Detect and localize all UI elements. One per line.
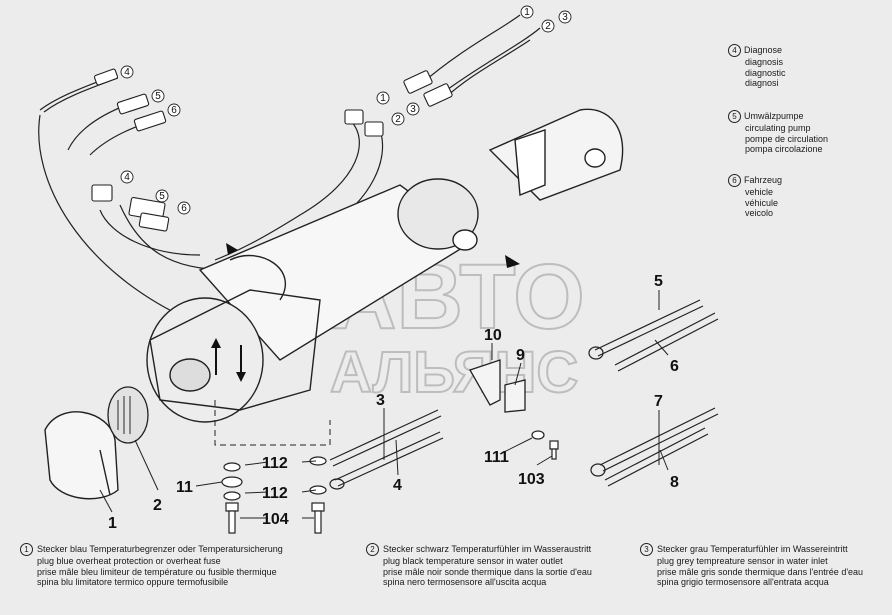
callout-6: 6 xyxy=(670,358,679,375)
heater-shell-cover xyxy=(488,108,624,201)
callout-7: 7 xyxy=(654,393,663,410)
footnote-marker: 3 xyxy=(640,543,653,556)
svg-text:2: 2 xyxy=(395,114,401,125)
svg-text:5: 5 xyxy=(159,191,165,202)
callout-112-upper: 112 xyxy=(262,455,288,472)
callout-8: 8 xyxy=(670,474,679,491)
connector-plugs xyxy=(91,68,453,232)
svg-text:3: 3 xyxy=(410,104,416,115)
leader-lines xyxy=(99,290,669,519)
callout-3: 3 xyxy=(376,392,385,409)
legend-marker: 6 xyxy=(728,174,741,187)
callout-111: 111 xyxy=(484,449,509,466)
legend-marker: 5 xyxy=(728,110,741,123)
callout-11: 11 xyxy=(176,479,193,496)
svg-text:6: 6 xyxy=(171,105,177,116)
svg-text:1: 1 xyxy=(380,93,386,104)
footnote-marker: 2 xyxy=(366,543,379,556)
svg-text:1: 1 xyxy=(524,7,530,18)
footnote-marker: 1 xyxy=(20,543,33,556)
flow-arrows xyxy=(211,243,520,382)
callout-2: 2 xyxy=(153,497,162,514)
wiring-harness xyxy=(38,14,541,321)
callout-112-lower: 112 xyxy=(262,485,288,502)
callout-5: 5 xyxy=(654,273,663,290)
callout-1: 1 xyxy=(108,515,117,532)
callout-103: 103 xyxy=(518,471,545,488)
svg-text:4: 4 xyxy=(124,172,130,183)
svg-text:АЛЬЯНС: АЛЬЯНС xyxy=(330,340,578,405)
svg-text:6: 6 xyxy=(181,203,187,214)
callout-104: 104 xyxy=(262,511,289,528)
fasteners xyxy=(221,430,559,534)
mounting-bracket-9-10 xyxy=(469,359,526,413)
callout-9: 9 xyxy=(516,347,525,364)
watermark: АВТО АЛЬЯНС xyxy=(329,245,586,406)
legend-marker: 4 xyxy=(728,44,741,57)
callout-4: 4 xyxy=(393,477,402,494)
svg-text:3: 3 xyxy=(562,12,568,23)
part-callouts: 1 2 3 4 5 6 7 8 9 10 11 103 104 111 112 … xyxy=(108,273,679,532)
svg-text:5: 5 xyxy=(155,91,161,102)
callout-10: 10 xyxy=(484,327,502,344)
part-2-air-grille xyxy=(107,386,149,444)
water-hoses-3-4 xyxy=(329,409,444,490)
connector-markers xyxy=(120,5,572,215)
water-hoses-7-8 xyxy=(590,407,719,487)
svg-text:4: 4 xyxy=(124,67,130,78)
svg-text:2: 2 xyxy=(545,21,551,32)
part-1-end-cap xyxy=(44,411,119,500)
guide-dashed-line xyxy=(214,400,331,446)
heater-body xyxy=(146,178,479,423)
connector-marker-labels: 1 2 3 4 5 6 4 5 6 1 2 3 xyxy=(124,7,568,214)
water-hoses-5-6 xyxy=(588,299,719,372)
